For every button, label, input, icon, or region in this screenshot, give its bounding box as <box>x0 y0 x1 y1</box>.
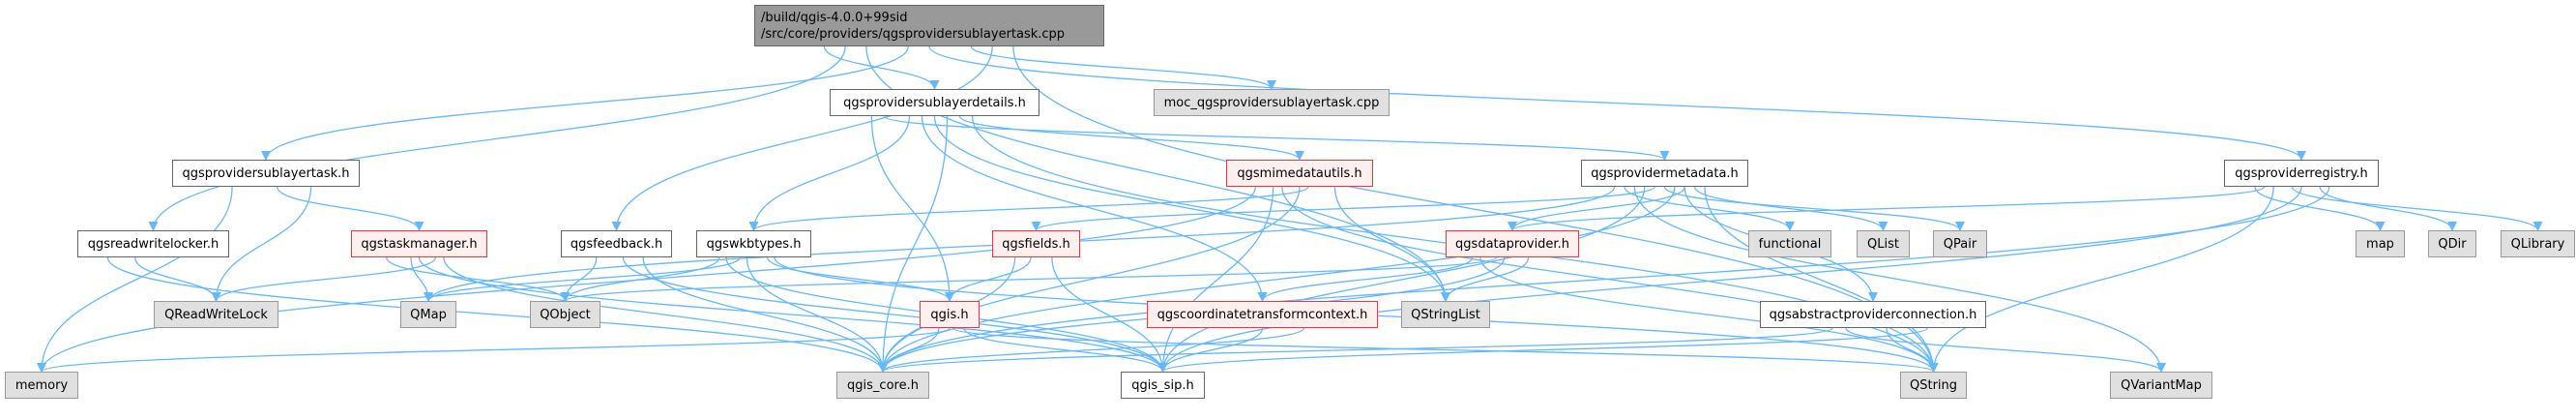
node-qgis[interactable]: qgis.h <box>920 301 980 328</box>
node-map[interactable]: map <box>2356 230 2405 257</box>
edge-rwlocker-to-qrwlock <box>134 256 221 302</box>
edge-apc-to-core <box>878 327 1833 373</box>
edge-metadata-to-functional <box>1624 186 1795 231</box>
node-dataprovider[interactable]: qgsdataprovider.h <box>1446 230 1579 257</box>
edge-dataprovider-to-qstring <box>1479 256 1939 373</box>
edge-task-to-memory <box>37 186 233 373</box>
edge-rwlocker-to-core <box>106 256 888 373</box>
node-qlibrary[interactable]: QLibrary <box>2501 230 2575 257</box>
edge-root-to-registry <box>928 45 2306 161</box>
edge-taskmanager-to-qmap <box>410 256 433 302</box>
root-file-node: /build/qgis-4.0.0+99sid /src/core/provid… <box>754 5 1104 46</box>
node-metadata[interactable]: qgsprovidermetadata.h <box>1581 160 1748 187</box>
edge-details-to-qgis <box>870 115 954 302</box>
node-task[interactable]: qgsprovidersublayertask.h <box>172 160 360 187</box>
node-qdir[interactable]: QDir <box>2428 230 2476 257</box>
edge-metadata-to-qpair <box>1663 186 1965 231</box>
edge-metadata-to-fields <box>1031 186 1655 231</box>
edge-details-to-mime <box>958 115 1304 161</box>
edge-taskmanager-to-qrwlock <box>211 256 437 302</box>
edge-feedback-to-core <box>642 256 888 373</box>
edge-registry-to-qdir <box>2319 186 2457 231</box>
node-ctc[interactable]: qgscoordinatetransformcontext.h <box>1147 301 1378 328</box>
edge-wkbtypes-to-core <box>746 256 888 373</box>
node-qrwlock[interactable]: QReadWriteLock <box>154 301 278 328</box>
node-mime[interactable]: qgsmimedatautils.h <box>1226 160 1373 187</box>
edge-ctc-to-core <box>878 327 1305 373</box>
edge-registry-to-dataprovider <box>1508 186 2266 231</box>
edge-mime-to-sip <box>1157 186 1274 373</box>
edge-registry-to-core <box>878 186 2330 373</box>
edge-mime-to-core <box>878 186 1301 373</box>
edge-wkbtypes-to-qgis <box>767 256 954 302</box>
edge-root-to-rwlocker <box>148 45 846 231</box>
edge-mime-to-memory <box>37 186 1257 373</box>
edge-ctc-to-sip <box>1157 327 1264 373</box>
node-moc[interactable]: moc_qgsprovidersublayertask.cpp <box>1154 89 1390 116</box>
edge-wkbtypes-to-qmap <box>424 256 741 302</box>
edge-details-to-wkbtypes <box>748 115 911 231</box>
node-fields[interactable]: qgsfields.h <box>992 230 1080 257</box>
edge-root-to-feedback <box>611 45 993 231</box>
node-wkbtypes[interactable]: qgswkbtypes.h <box>696 230 811 257</box>
node-qmap[interactable]: QMap <box>400 301 456 328</box>
node-sip[interactable]: qgis_sip.h <box>1121 372 1205 399</box>
edge-apc-to-qvariantmap <box>1845 327 2166 373</box>
node-qpair[interactable]: QPair <box>1933 230 1987 257</box>
edge-taskmanager-to-qobject <box>386 256 571 302</box>
node-feedback[interactable]: qgsfeedback.h <box>561 230 672 257</box>
edge-dataprovider-to-ctc <box>1257 256 1474 302</box>
edge-apc-to-sip <box>1157 327 1928 373</box>
node-qlist[interactable]: QList <box>1857 230 1910 257</box>
edge-registry-to-qstring <box>1928 186 2274 373</box>
edge-task-to-qrwlock <box>211 186 312 302</box>
edge-fields-to-qgis <box>945 256 1032 302</box>
edge-details-to-core <box>878 115 949 373</box>
edge-registry-to-sip <box>1157 186 2302 373</box>
edge-root-to-task <box>261 45 909 161</box>
edge-dataprovider-to-qobject <box>560 256 1498 302</box>
node-functional[interactable]: functional <box>1748 230 1831 257</box>
edge-root-to-moc <box>970 45 1276 90</box>
node-taskmanager[interactable]: qgstaskmanager.h <box>351 230 487 257</box>
edge-metadata-to-qvariantmap <box>1633 186 2166 373</box>
node-core[interactable]: qgis_core.h <box>836 372 929 399</box>
edge-mime-to-qstringlist <box>1333 186 1450 302</box>
edge-metadata-to-qstring <box>1704 186 1939 373</box>
edge-metadata-to-sip <box>1157 186 1646 373</box>
edge-dataprovider-to-qstringlist <box>1441 256 1530 302</box>
node-apc[interactable]: qgsabstractproviderconnection.h <box>1760 301 1986 328</box>
edge-details-to-ctc <box>921 115 1268 302</box>
node-qvariantmap[interactable]: QVariantMap <box>2110 372 2212 399</box>
node-qstring[interactable]: QString <box>1900 372 1967 399</box>
edge-qgis-to-memory <box>37 327 951 373</box>
node-details[interactable]: qgsprovidersublayerdetails.h <box>830 89 1039 116</box>
root-path-line1: /build/qgis-4.0.0+99sid <box>761 10 908 25</box>
node-rwlocker[interactable]: qgsreadwritelocker.h <box>77 230 229 257</box>
edge-root-to-details <box>823 45 940 90</box>
edge-fields-to-sip <box>1051 256 1168 373</box>
edge-details-to-metadata <box>883 115 1670 161</box>
edge-metadata-to-core <box>878 186 1676 373</box>
edge-metadata-to-qlist <box>1693 186 1888 231</box>
edge-taskmanager-to-sip <box>418 256 1168 373</box>
edge-task-to-taskmanager <box>276 186 424 231</box>
node-registry[interactable]: qgsproviderregistry.h <box>2224 160 2379 187</box>
edge-mime-to-wkbtypes <box>748 186 1309 231</box>
edge-registry-to-map <box>2254 186 2386 231</box>
node-qstringlist[interactable]: QStringList <box>1401 301 1490 328</box>
root-path-line2: /src/core/providers/qgsprovidersublayert… <box>761 26 1066 42</box>
edge-taskmanager-to-core <box>443 256 888 373</box>
node-memory[interactable]: memory <box>5 372 78 399</box>
edge-qgis-to-qstring <box>952 327 1939 373</box>
edge-registry-to-qlibrary <box>2291 186 2543 231</box>
node-qobject[interactable]: QObject <box>530 301 600 328</box>
